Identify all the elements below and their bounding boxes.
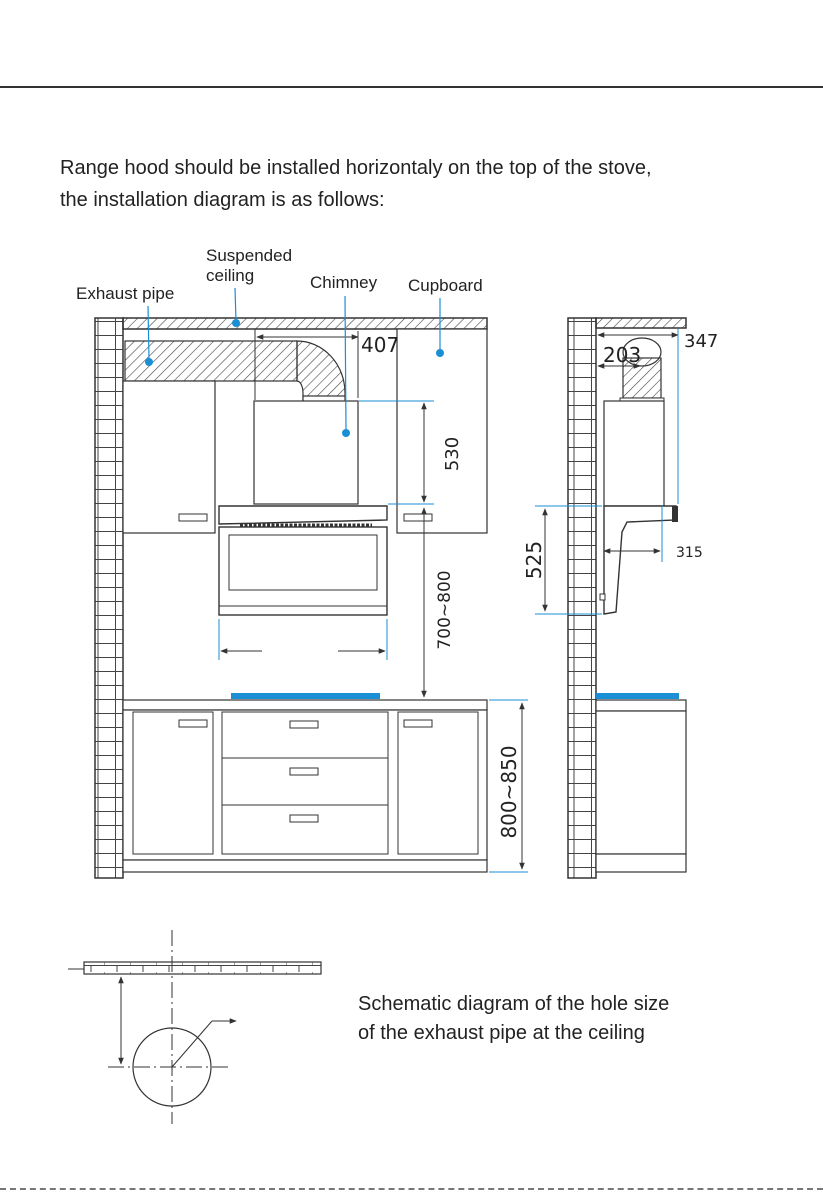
- side-stove: [596, 693, 679, 699]
- dim-530-label: 530: [442, 437, 463, 471]
- drawer-3: [222, 805, 388, 854]
- stove-top: [231, 693, 380, 699]
- dim-407-label: 407: [361, 333, 399, 357]
- dot-suspended: [232, 319, 240, 327]
- side-wall: [568, 318, 596, 878]
- side-hood-bracket: [600, 594, 605, 600]
- side-counter: [596, 700, 686, 711]
- chimney: [254, 401, 358, 504]
- base-left-door: [133, 712, 213, 854]
- side-chimney: [604, 401, 664, 506]
- side-cabinet: [596, 711, 686, 854]
- label-chimney: Chimney: [310, 273, 378, 292]
- dot-exhaust-pipe: [145, 358, 153, 366]
- drawer-1-handle: [290, 721, 318, 728]
- side-plinth: [596, 854, 686, 872]
- dot-cupboard: [436, 349, 444, 357]
- hole-caption: Schematic diagram of the hole size of th…: [358, 990, 669, 1048]
- drawer-1: [222, 712, 388, 758]
- leader-suspended: [235, 288, 236, 321]
- side-ceiling: [596, 318, 686, 328]
- dim-203-label: 203: [603, 343, 641, 367]
- dot-chimney: [342, 429, 350, 437]
- dim-800-850-label: 800~850: [497, 745, 521, 838]
- front-wall: [95, 318, 123, 878]
- label-suspended-line1: Suspended: [206, 246, 292, 265]
- counter-top: [123, 700, 487, 710]
- drawer-3-handle: [290, 815, 318, 822]
- duct-elbow: [297, 341, 345, 404]
- bottom-rule: [0, 1188, 823, 1190]
- hood-top: [219, 506, 387, 524]
- upper-left-handle: [179, 514, 207, 521]
- drawer-2: [222, 758, 388, 805]
- hood-glass-panel: [229, 535, 377, 590]
- suspended-ceiling: [123, 318, 487, 329]
- dim-525-label: 525: [522, 541, 546, 579]
- hole-schematic: [68, 930, 321, 1124]
- side-view: 203 347 525 315: [522, 318, 718, 878]
- dim-347-label: 347: [684, 331, 718, 352]
- cupboard-handle: [404, 514, 432, 521]
- cupboard: [397, 329, 487, 533]
- label-exhaust-pipe: Exhaust pipe: [76, 284, 174, 303]
- caption-line-2: of the exhaust pipe at the ceiling: [358, 1019, 669, 1048]
- base-right-door: [398, 712, 478, 854]
- dim-700-800-label: 700~800: [435, 570, 455, 649]
- base-left-handle: [179, 720, 207, 727]
- side-hood-front: [672, 506, 678, 522]
- base-right-handle: [404, 720, 432, 727]
- caption-line-1: Schematic diagram of the hole size: [358, 990, 669, 1019]
- label-suspended-line2: ceiling: [206, 266, 254, 285]
- label-cupboard: Cupboard: [408, 276, 483, 295]
- side-hood: [604, 506, 676, 614]
- dim-315-label: 315: [676, 545, 703, 561]
- front-view: 407 530 700~800 800~850 Suspended ceilin…: [76, 246, 528, 878]
- schematic-ceiling: [84, 962, 321, 974]
- plinth: [123, 860, 487, 872]
- drawer-2-handle: [290, 768, 318, 775]
- upper-left-cabinet: [123, 381, 215, 533]
